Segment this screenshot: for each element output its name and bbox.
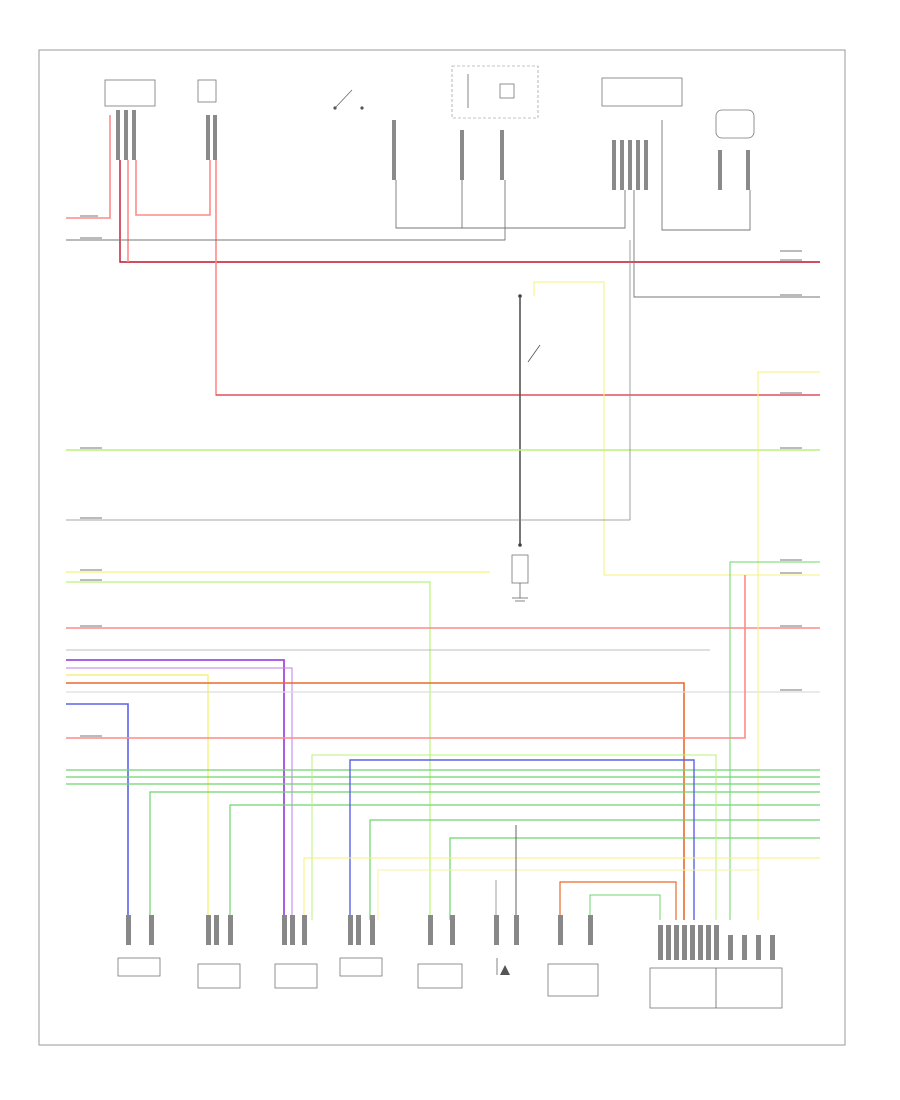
component-b3 — [274, 963, 318, 989]
component-c6 — [451, 65, 539, 180]
component-b2 — [197, 963, 241, 989]
component-c2 — [197, 79, 217, 160]
component-b7 — [547, 963, 599, 997]
wires — [66, 115, 820, 920]
component-c7 — [601, 77, 683, 190]
top-components — [104, 65, 755, 190]
center-relay — [511, 294, 529, 602]
diagram-frame — [38, 49, 846, 1046]
component-b4 — [339, 957, 383, 977]
component-c8 — [715, 109, 755, 190]
wire-tags — [80, 215, 802, 737]
bottom-pins — [126, 915, 775, 960]
bottom-components — [117, 915, 783, 1009]
component-c4 — [333, 89, 396, 180]
component-b5 — [417, 963, 463, 989]
component-b8 — [649, 967, 783, 1009]
component-b6 — [496, 958, 510, 975]
component-b1 — [117, 957, 161, 977]
component-c1 — [104, 79, 156, 160]
